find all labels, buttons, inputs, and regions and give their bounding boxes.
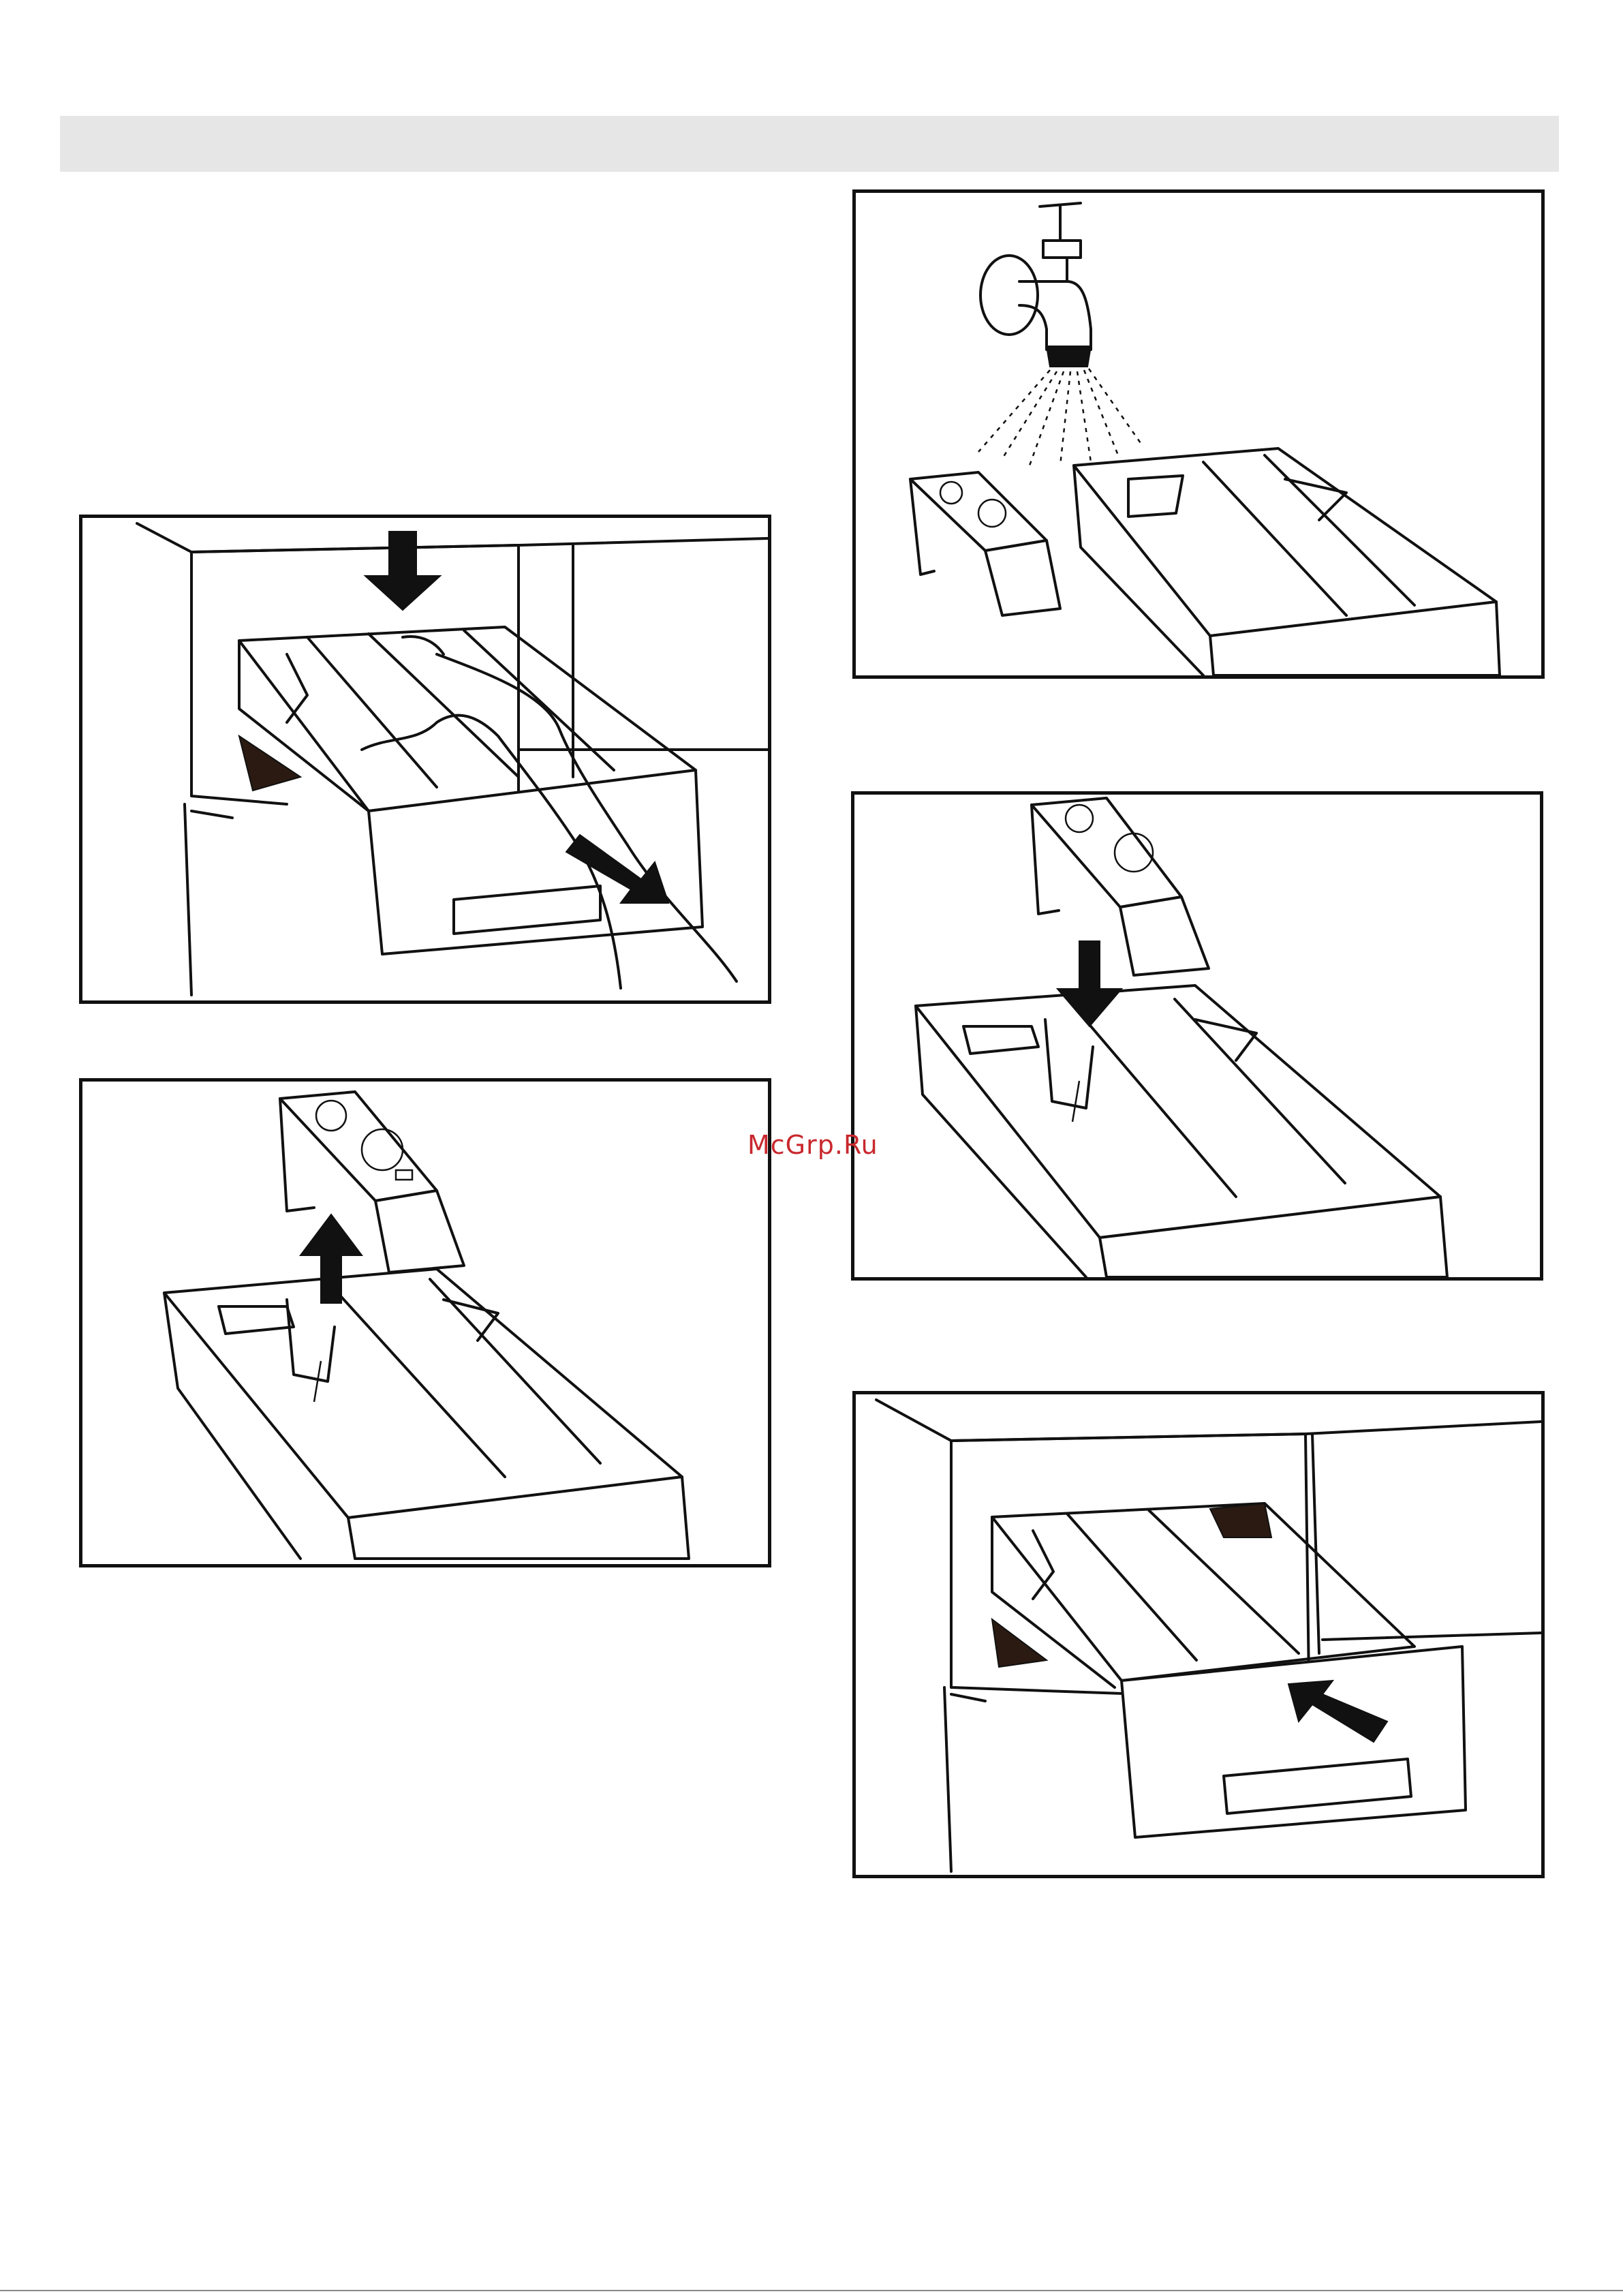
footer-divider xyxy=(0,2290,1623,2291)
section-header-bar xyxy=(60,116,1559,172)
watermark-text: McGrp.Ru xyxy=(747,1130,878,1160)
rinse-under-tap-icon xyxy=(856,193,1541,675)
illustration-pull-out-drawer xyxy=(79,515,771,1004)
push-drawer-back-icon xyxy=(856,1394,1541,1875)
push-down-pull-out-drawer-icon xyxy=(82,518,768,1000)
illustration-reinsert-insert xyxy=(851,791,1543,1281)
illustration-close-drawer xyxy=(852,1391,1545,1878)
reinsert-insert-icon xyxy=(854,795,1540,1277)
illustration-rinse-insert xyxy=(852,189,1545,679)
lift-out-insert-icon xyxy=(82,1082,768,1564)
illustration-lift-out-insert xyxy=(79,1078,771,1567)
